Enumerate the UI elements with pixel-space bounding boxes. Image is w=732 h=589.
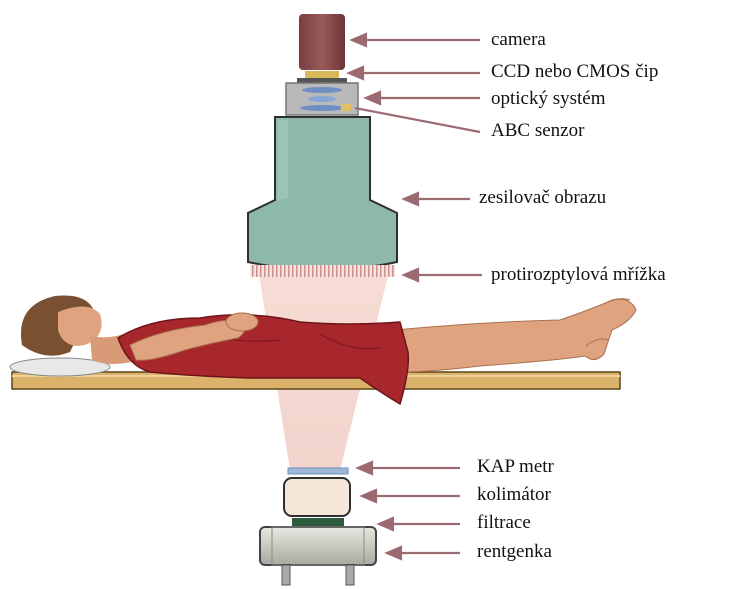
label-abc-sensor: ABC senzor bbox=[491, 120, 584, 142]
xray-tube-icon bbox=[260, 527, 376, 585]
arrow-optical-system bbox=[366, 92, 480, 104]
image-intensifier-icon bbox=[248, 117, 397, 270]
arrow-antiscatter-grid bbox=[404, 269, 482, 281]
abc-sensor-icon bbox=[341, 104, 351, 111]
arrow-image-intensifier bbox=[404, 193, 470, 205]
optical-system-icon bbox=[286, 83, 358, 115]
arrow-xray-tube bbox=[387, 547, 460, 559]
arrow-camera bbox=[352, 34, 480, 46]
label-sensor-chip: CCD nebo CMOS čip bbox=[491, 61, 658, 83]
arrow-collimator bbox=[362, 490, 460, 502]
label-image-intensifier: zesilovač obrazu bbox=[479, 187, 606, 209]
filtration-icon bbox=[292, 518, 344, 526]
kap-meter-icon bbox=[288, 468, 348, 474]
arrow-filtration bbox=[379, 518, 460, 530]
label-filtration: filtrace bbox=[477, 512, 531, 534]
arrow-sensor-chip bbox=[349, 67, 480, 79]
antiscatter-grid-icon bbox=[250, 265, 395, 277]
label-optical-system: optický systém bbox=[491, 88, 606, 110]
arrow-kap-meter bbox=[358, 462, 460, 474]
camera-icon bbox=[297, 14, 347, 83]
label-kap-meter: KAP metr bbox=[477, 456, 554, 478]
label-xray-tube: rentgenka bbox=[477, 541, 552, 563]
collimator-icon bbox=[284, 478, 350, 516]
label-antiscatter-grid: protirozptylová mřížka bbox=[491, 264, 666, 286]
label-camera: camera bbox=[491, 29, 546, 51]
arrow-abc-sensor bbox=[355, 108, 480, 132]
label-collimator: kolimátor bbox=[477, 484, 551, 506]
